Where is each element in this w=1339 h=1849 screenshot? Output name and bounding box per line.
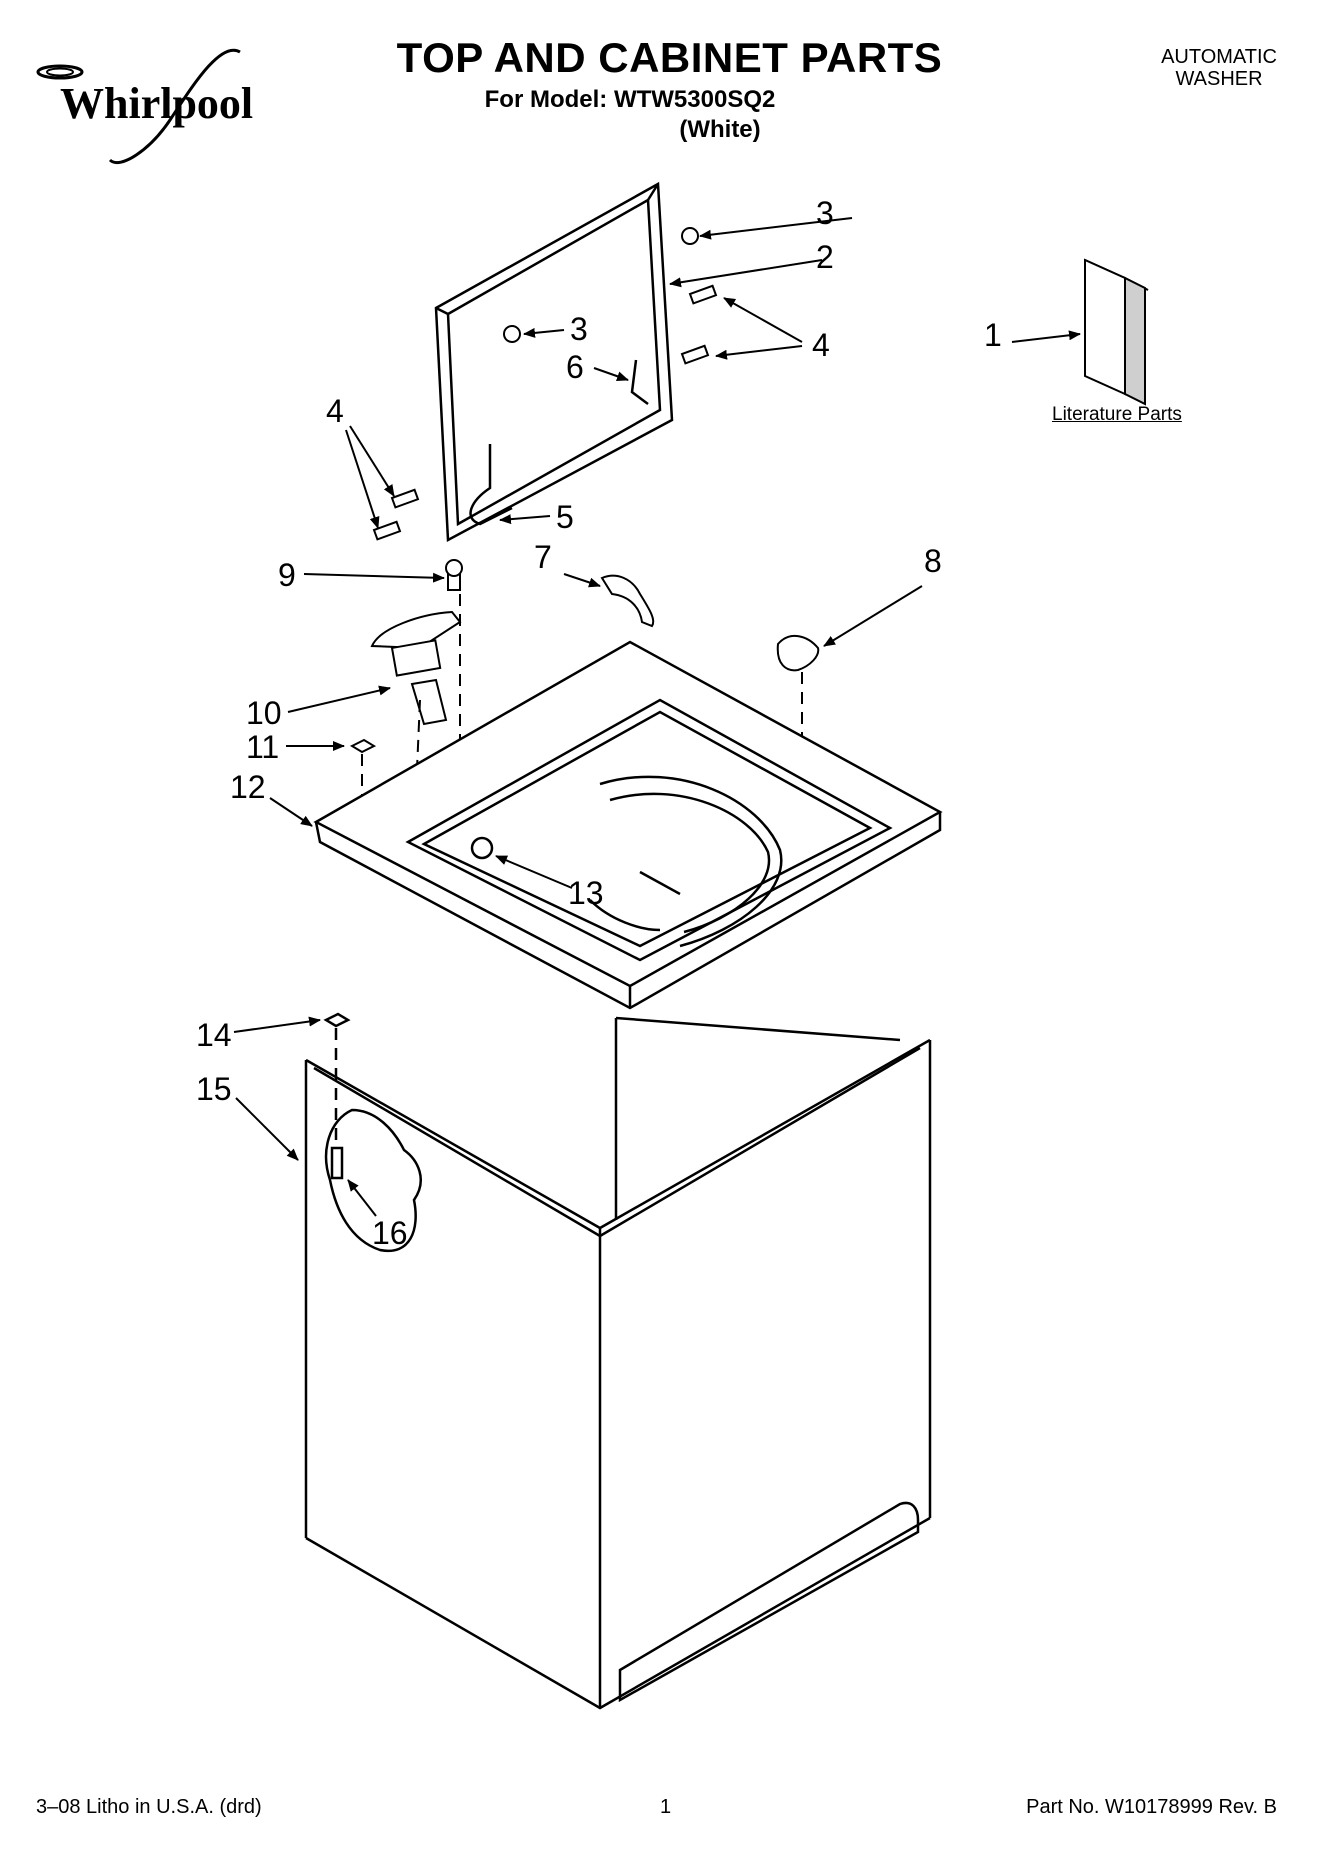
callout-6: 6 [566, 349, 584, 385]
lid-switch-assembly [349, 559, 463, 810]
callout-3-lower: 3 [570, 311, 588, 347]
callout-8: 8 [924, 543, 942, 579]
callout-7: 7 [534, 539, 552, 575]
washer-cabinet [304, 1012, 932, 1710]
callout-12: 12 [230, 769, 266, 805]
model-line: For Model: WTW5300SQ2 [484, 86, 776, 113]
callout-2: 2 [816, 239, 834, 275]
callout-4-left: 4 [326, 393, 344, 429]
callout-15: 15 [196, 1071, 232, 1107]
whirlpool-logo-wordmark: Whirlpool [60, 79, 253, 128]
callout-numbers: 1 2 3 3 4 4 6 5 7 8 9 10 11 12 13 14 15 … [196, 195, 1002, 1251]
footer-page-number: 1 [660, 1796, 672, 1818]
callout-4-right: 4 [812, 327, 830, 363]
literature-parts-label: Literature Parts [1052, 404, 1182, 425]
callout-1: 1 [984, 317, 1002, 353]
footer-part-number: Part No. W10178999 Rev. B [1026, 1796, 1277, 1818]
hinge-and-actuator [469, 359, 649, 526]
whirlpool-logo: Whirlpool [36, 48, 253, 165]
literature-booklet [1084, 258, 1149, 406]
callout-5: 5 [556, 499, 574, 535]
callout-9: 9 [278, 557, 296, 593]
lid-frame [434, 181, 674, 543]
callout-3-upper: 3 [816, 195, 834, 231]
callout-11: 11 [246, 729, 279, 765]
appliance-type-line1: AUTOMATIC [1161, 46, 1277, 68]
page-title: TOP AND CABINET PARTS [396, 34, 943, 81]
callout-13: 13 [568, 875, 604, 911]
leader-lines [233, 217, 1081, 1217]
callout-14: 14 [196, 1017, 232, 1053]
callout-16: 16 [372, 1215, 408, 1251]
footer-litho: 3–08 Litho in U.S.A. (drd) [36, 1796, 262, 1818]
color-line: (White) [679, 116, 761, 143]
appliance-type: AUTOMATIC WASHER [1161, 46, 1277, 90]
callout-10: 10 [246, 695, 282, 731]
appliance-type-line2: WASHER [1175, 68, 1263, 90]
washer-top [313, 640, 943, 1010]
lid-screws [372, 227, 718, 541]
